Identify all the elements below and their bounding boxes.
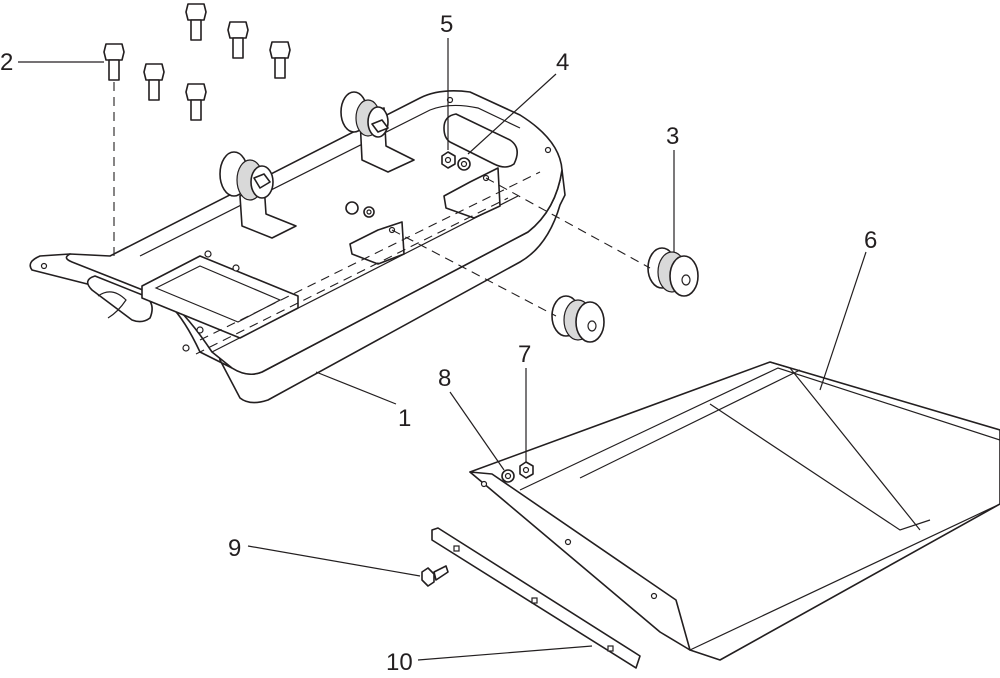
washer-part-4 <box>457 157 471 171</box>
roller-part-3 <box>647 247 699 297</box>
chute-plate-part-6 <box>469 361 1000 661</box>
callout-3: 3 <box>666 123 679 150</box>
screws-part-2 <box>103 3 291 262</box>
callout-10: 10 <box>386 649 413 676</box>
callout-4: 4 <box>556 49 569 76</box>
callout-2: 2 <box>0 49 13 76</box>
callout-5: 5 <box>440 11 453 38</box>
bolt-part-9 <box>421 565 449 587</box>
callout-9: 9 <box>228 535 241 562</box>
roller-lower <box>551 295 605 343</box>
base-plate-part-1 <box>29 90 566 404</box>
callout-1: 1 <box>398 405 411 432</box>
roller-mounted-rear <box>340 91 389 138</box>
nut-part-5 <box>441 151 456 169</box>
callout-7: 7 <box>518 341 531 368</box>
callout-8: 8 <box>438 365 451 392</box>
nut-on-plate-a <box>345 201 375 218</box>
leader-lines <box>18 38 867 661</box>
callout-6: 6 <box>864 227 877 254</box>
nut-part-7 <box>519 461 534 479</box>
wear-strip-part-10 <box>431 527 641 669</box>
roller-bracket-front-right <box>349 221 405 265</box>
roller-mounted-left <box>219 151 274 201</box>
roller-bracket-rear-right <box>443 167 501 219</box>
washer-part-8 <box>501 469 515 483</box>
